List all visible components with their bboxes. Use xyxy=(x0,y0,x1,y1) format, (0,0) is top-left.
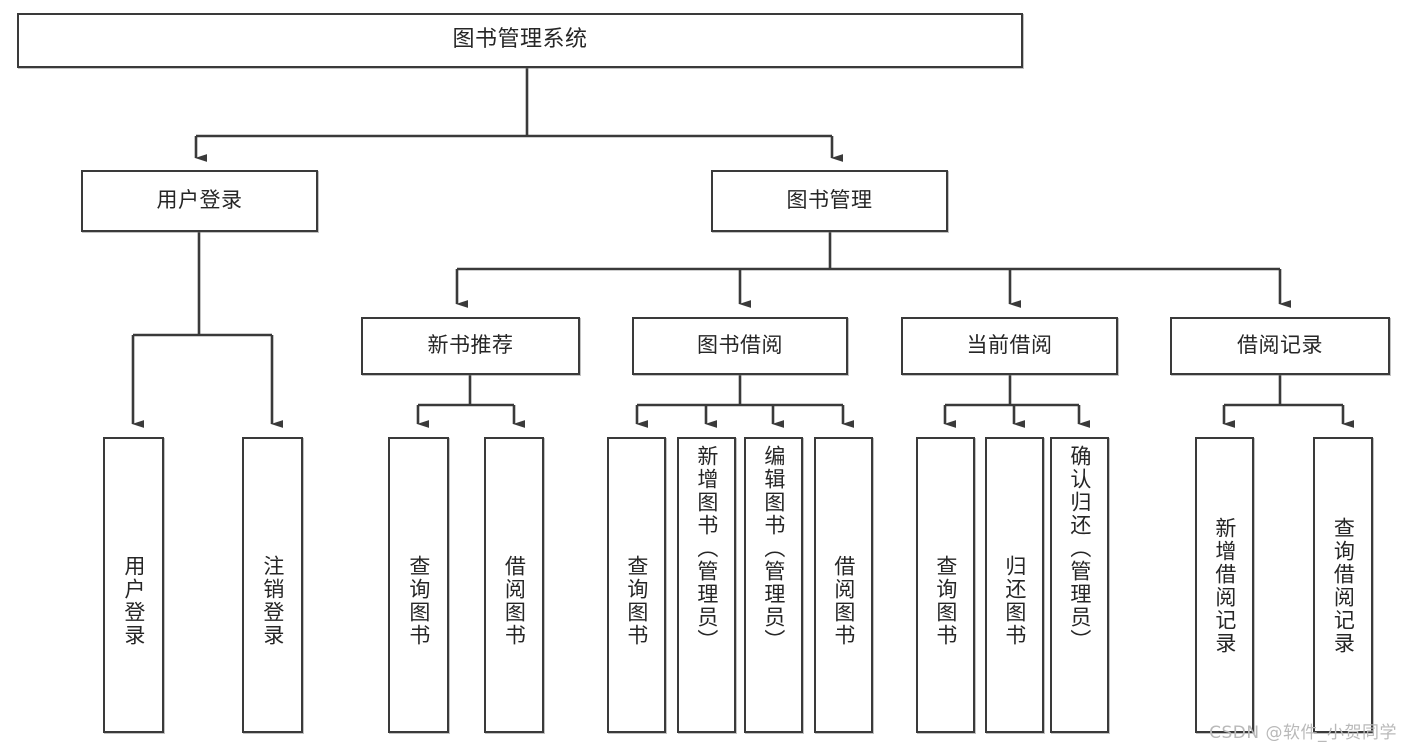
leaf-return-book[interactable]: 归还图书 xyxy=(985,437,1044,733)
node-new-book-recommend[interactable]: 新书推荐 xyxy=(361,317,580,375)
node-label: 图书管理 xyxy=(786,188,873,213)
node-label: 新增图书（管理员） xyxy=(694,445,719,652)
leaf-user-login[interactable]: 用户登录 xyxy=(103,437,164,733)
node-label: 查询图书 xyxy=(933,555,958,647)
node-label: 当前借阅 xyxy=(966,333,1053,358)
node-label: 确认归还（管理员） xyxy=(1067,445,1092,652)
node-label: 编辑图书（管理员） xyxy=(761,445,786,652)
node-label: 图书管理系统 xyxy=(452,27,588,53)
node-label: 借阅记录 xyxy=(1237,333,1323,358)
node-user-login[interactable]: 用户登录 xyxy=(81,170,318,232)
leaf-logout[interactable]: 注销登录 xyxy=(242,437,303,733)
node-label: 归还图书 xyxy=(1002,555,1027,647)
node-label: 图书借阅 xyxy=(697,333,783,358)
node-label: 新书推荐 xyxy=(427,333,514,358)
leaf-add-borrow-record[interactable]: 新增借阅记录 xyxy=(1195,437,1254,733)
leaf-borrow-book-recommend[interactable]: 借阅图书 xyxy=(484,437,544,733)
node-label: 注销登录 xyxy=(260,555,285,647)
leaf-borrow-book[interactable]: 借阅图书 xyxy=(814,437,873,733)
leaf-add-book-admin[interactable]: 新增图书（管理员） xyxy=(677,437,736,733)
leaf-query-book-current[interactable]: 查询图书 xyxy=(916,437,975,733)
watermark: CSDN @软件_小贺同学 xyxy=(1209,723,1397,743)
node-label: 查询图书 xyxy=(624,555,649,647)
node-label: 借阅图书 xyxy=(831,555,856,647)
leaf-query-borrow-record[interactable]: 查询借阅记录 xyxy=(1313,437,1373,733)
leaf-query-book-borrow[interactable]: 查询图书 xyxy=(607,437,666,733)
leaf-edit-book-admin[interactable]: 编辑图书（管理员） xyxy=(744,437,803,733)
leaf-confirm-return-admin[interactable]: 确认归还（管理员） xyxy=(1050,437,1109,733)
leaf-query-book-recommend[interactable]: 查询图书 xyxy=(388,437,449,733)
node-current-borrow[interactable]: 当前借阅 xyxy=(901,317,1118,375)
node-label: 新增借阅记录 xyxy=(1212,517,1237,655)
node-label: 用户登录 xyxy=(121,555,146,647)
node-book-borrow[interactable]: 图书借阅 xyxy=(632,317,848,375)
node-book-management[interactable]: 图书管理 xyxy=(711,170,948,232)
node-root[interactable]: 图书管理系统 xyxy=(17,13,1023,68)
node-label: 借阅图书 xyxy=(502,555,527,647)
node-label: 查询图书 xyxy=(406,555,431,647)
node-borrow-record[interactable]: 借阅记录 xyxy=(1170,317,1390,375)
node-label: 查询借阅记录 xyxy=(1331,517,1356,655)
node-label: 用户登录 xyxy=(156,188,243,213)
